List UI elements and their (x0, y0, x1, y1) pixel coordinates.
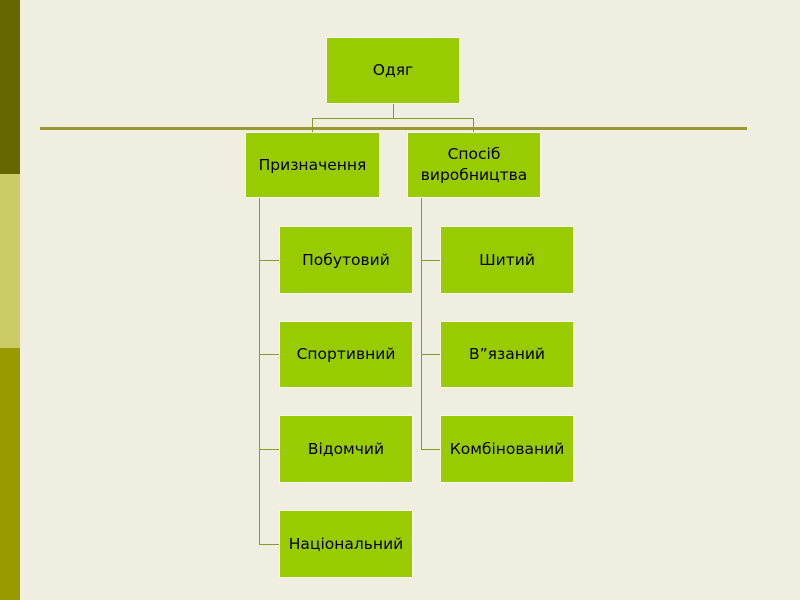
node-branch-purpose: Призначення (246, 133, 379, 197)
node-child-label: Відомчий (307, 439, 385, 458)
connector-branch-1-up (473, 118, 474, 133)
node-root: Одяг (327, 38, 459, 103)
node-child-label: Національний (288, 534, 404, 553)
node-branch-production-label: Спосіб виробництва (420, 145, 528, 184)
node-child-label: Комбінований (449, 439, 565, 458)
decor-stripe-bottom (0, 348, 20, 600)
connector-root-down (393, 103, 394, 118)
node-child: Комбінований (441, 416, 573, 482)
node-branch-purpose-label: Призначення (258, 155, 367, 174)
decor-stripe-middle (0, 174, 20, 348)
connector-branch-1-child-2 (421, 449, 441, 450)
connector-branch-0-child-0 (259, 260, 280, 261)
connector-branch-1-child-0 (421, 260, 441, 261)
node-child: Спортивний (280, 322, 412, 387)
connector-branch-1-child-1 (421, 354, 441, 355)
node-child: Побутовий (280, 227, 412, 293)
node-child-label: Шитий (479, 250, 535, 269)
node-child-label: В”язаний (468, 345, 545, 363)
node-child: Відомчий (280, 416, 412, 482)
connector-branch-0-child-1 (259, 354, 280, 355)
decor-stripe-top (0, 0, 20, 174)
connector-root-horizontal (312, 118, 474, 119)
connector-branch-0-up (312, 118, 313, 133)
title-divider-line (40, 127, 747, 130)
node-child-label: Побутовий (302, 250, 390, 269)
node-root-label: Одяг (372, 61, 414, 79)
connector-branch-0-spine (259, 197, 260, 544)
node-child: В”язаний (441, 322, 573, 387)
node-child: Національний (280, 511, 412, 577)
connector-branch-1-spine (421, 197, 422, 449)
node-branch-production: Спосіб виробництва (408, 133, 540, 197)
connector-branch-0-child-3 (259, 544, 280, 545)
node-child: Шитий (441, 227, 573, 293)
node-child-label: Спортивний (296, 345, 396, 363)
connector-branch-0-child-2 (259, 449, 280, 450)
